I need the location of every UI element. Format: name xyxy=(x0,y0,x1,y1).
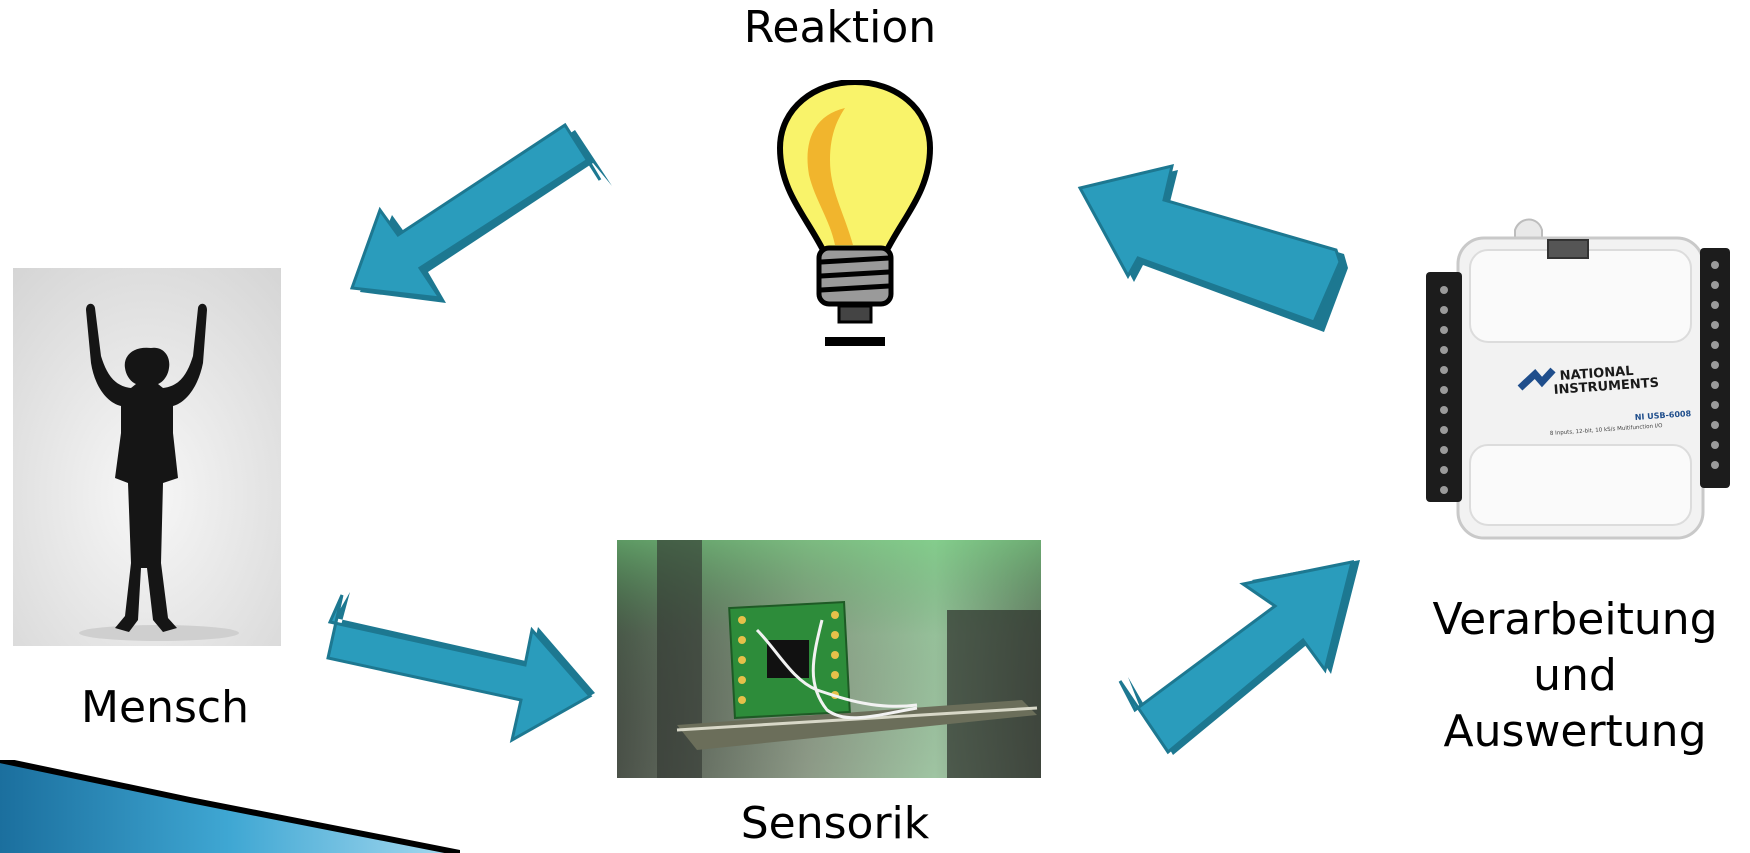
auswertung-line: Auswertung xyxy=(1443,706,1707,757)
verarbeitung-line: Verarbeitung xyxy=(1432,594,1718,645)
device-brand-line1: NATIONAL xyxy=(1559,364,1634,384)
arrow-verarbeitung-to-reaktion xyxy=(1077,163,1348,332)
und-line: und xyxy=(1533,650,1617,701)
arrow-reaktion-to-mensch xyxy=(349,122,612,303)
corner-stripe-decoration xyxy=(0,760,460,853)
verarbeitung-label: Verarbeitung und Auswertung xyxy=(1405,592,1745,760)
arrow-sensorik-to-verarbeitung xyxy=(1118,560,1360,755)
device-brand-line2: INSTRUMENTS xyxy=(1553,376,1659,398)
lightbulb-icon xyxy=(776,80,934,346)
sensorik-label: Sensorik xyxy=(740,798,930,849)
ni-daq-device-photo: NATIONAL INSTRUMENTS NI USB-6008 8 Input… xyxy=(1426,218,1730,540)
device-model: NI USB-6008 xyxy=(1635,409,1692,422)
person-silhouette-photo xyxy=(13,268,281,646)
reaktion-label: Reaktion xyxy=(743,2,937,53)
sensor-circuit-photo xyxy=(617,540,1041,778)
arrow-mensch-to-sensorik xyxy=(326,592,595,743)
mensch-label: Mensch xyxy=(81,682,249,733)
